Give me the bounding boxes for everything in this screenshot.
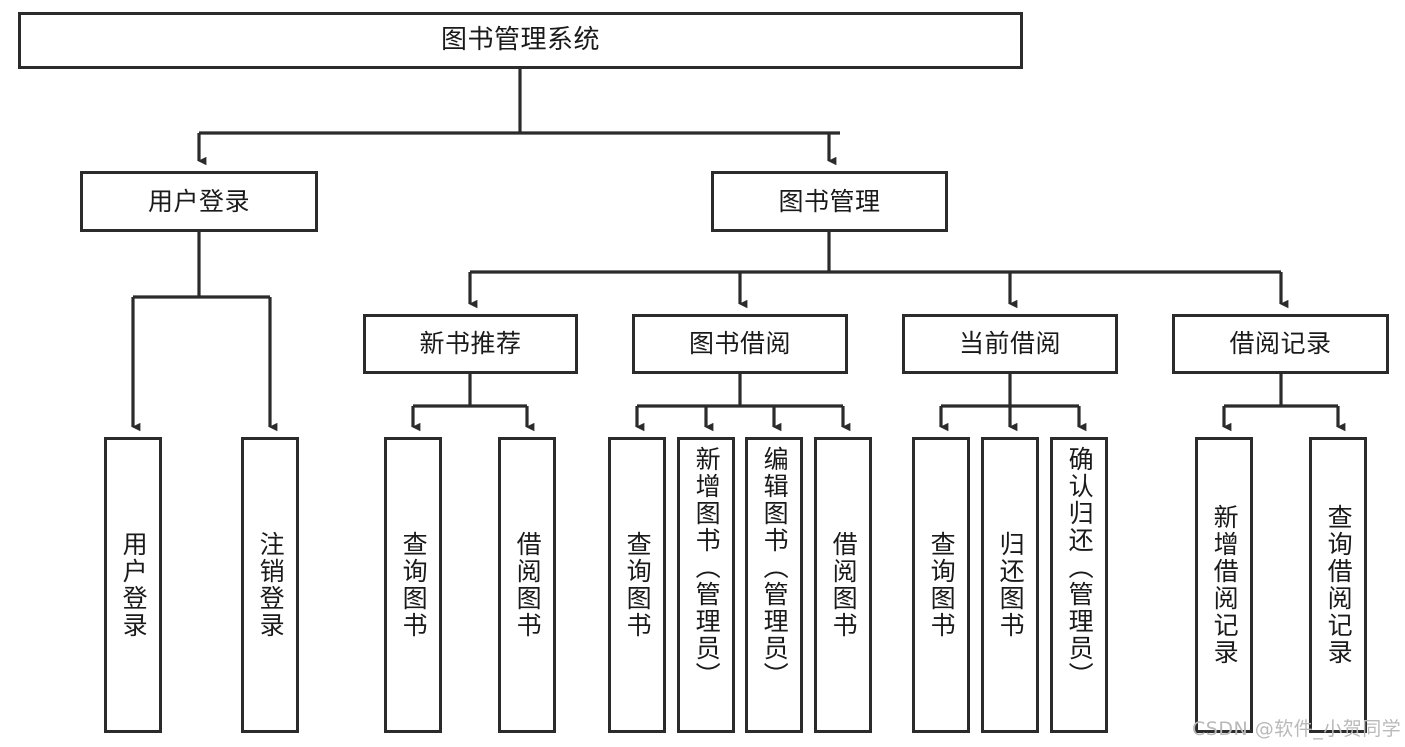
leaf-borrow-books-borrowing[interactable]: 借阅图书 (814, 437, 872, 733)
node-label: 查询图书 (927, 531, 957, 639)
leaf-return-books[interactable]: 归还图书 (981, 437, 1039, 733)
node-new-book-recommendation[interactable]: 新书推荐 (363, 314, 578, 374)
node-label: 查询借阅记录 (1324, 504, 1354, 666)
node-label: 图书管理系统 (440, 25, 600, 56)
leaf-borrow-books-recommendation[interactable]: 借阅图书 (498, 437, 556, 733)
node-label: 图书借阅 (688, 329, 791, 359)
leaf-add-book-admin[interactable]: 新增图书（管理员） (677, 437, 735, 733)
leaf-query-books-current[interactable]: 查询图书 (912, 437, 970, 733)
leaf-user-login[interactable]: 用户登录 (104, 437, 162, 733)
leaf-add-borrowing-record[interactable]: 新增借阅记录 (1195, 437, 1253, 733)
node-label: 归还图书 (996, 531, 1026, 639)
leaf-query-borrowing-record[interactable]: 查询借阅记录 (1309, 437, 1367, 733)
node-label: 查询图书 (623, 531, 653, 639)
node-label: 新书推荐 (419, 329, 522, 359)
leaf-query-books-recommendation[interactable]: 查询图书 (384, 437, 442, 733)
node-book-borrowing[interactable]: 图书借阅 (632, 314, 848, 374)
node-label: 新增借阅记录 (1210, 504, 1240, 666)
node-book-management[interactable]: 图书管理 (711, 171, 948, 232)
node-label: 新增图书（管理员） (692, 446, 722, 689)
node-label: 确认归还（管理员） (1065, 446, 1095, 689)
node-current-borrowing[interactable]: 当前借阅 (902, 314, 1118, 374)
leaf-edit-book-admin[interactable]: 编辑图书（管理员） (745, 437, 803, 733)
node-label: 借阅图书 (513, 531, 543, 639)
node-borrowing-records[interactable]: 借阅记录 (1172, 314, 1389, 374)
node-label: 注销登录 (256, 531, 286, 639)
node-label: 借阅图书 (829, 531, 859, 639)
csdn-watermark: CSDN @软件_小贺同学 (1192, 718, 1402, 740)
node-label: 查询图书 (399, 531, 429, 639)
node-label: 当前借阅 (958, 329, 1061, 359)
node-label: 图书管理 (778, 186, 881, 216)
node-user-login[interactable]: 用户登录 (80, 171, 318, 232)
leaf-confirm-return-admin[interactable]: 确认归还（管理员） (1050, 437, 1108, 733)
node-label: 用户登录 (119, 531, 149, 639)
node-label: 用户登录 (147, 186, 250, 216)
leaf-logout[interactable]: 注销登录 (241, 437, 299, 733)
leaf-query-books-borrowing[interactable]: 查询图书 (608, 437, 666, 733)
node-label: 编辑图书（管理员） (760, 446, 790, 689)
node-root-book-management-system[interactable]: 图书管理系统 (18, 12, 1023, 69)
node-label: 借阅记录 (1229, 329, 1332, 359)
